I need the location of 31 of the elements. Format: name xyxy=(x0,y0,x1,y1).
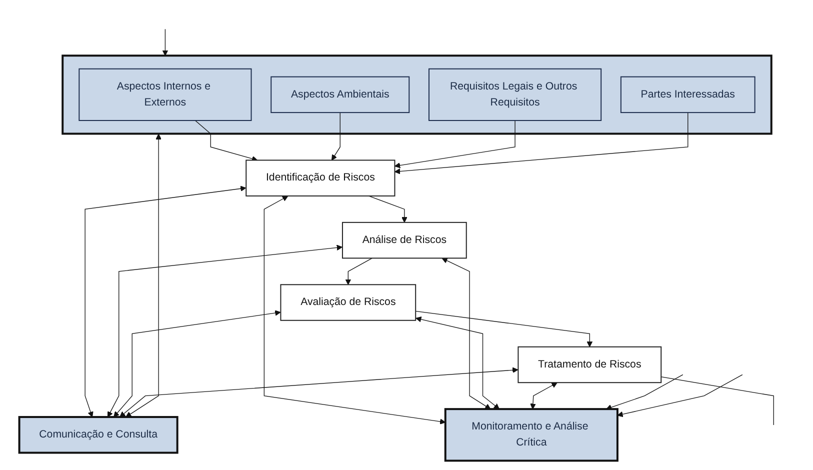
arrow xyxy=(394,112,688,174)
arrow xyxy=(84,186,246,418)
arrow xyxy=(368,196,408,223)
arrow xyxy=(126,134,162,418)
arrow xyxy=(120,367,518,418)
arrow xyxy=(606,374,684,410)
node-box: Avaliação de Riscos xyxy=(280,284,416,321)
arrow xyxy=(162,28,168,56)
node-box: Aspectos Internos e Externos xyxy=(78,68,252,121)
node-box: Identificação de Riscos xyxy=(246,160,396,196)
arrow xyxy=(394,120,516,168)
arrow xyxy=(114,310,281,418)
arrow xyxy=(617,374,743,418)
arrow xyxy=(416,316,500,410)
node-box: Monitoramento e Análise Crítica xyxy=(444,408,619,462)
node-box: Requisitos Legais e Outros Requisitos xyxy=(428,68,602,121)
cluster xyxy=(62,54,772,135)
node-box: Comunicação e Consulta xyxy=(18,416,178,454)
node-box: Análise de Riscos xyxy=(342,222,467,259)
arrow xyxy=(415,310,593,348)
arrow xyxy=(442,258,491,410)
node-box: Aspectos Ambientais xyxy=(270,76,410,114)
arrow xyxy=(264,196,446,424)
arrow xyxy=(195,120,258,162)
node-box: Partes Interessadas xyxy=(620,76,756,114)
arrow xyxy=(108,244,343,418)
connector xyxy=(660,376,774,426)
arrow xyxy=(530,382,558,410)
arrow xyxy=(332,112,341,160)
node-box: Tratamento de Riscos xyxy=(518,346,662,384)
arrow xyxy=(345,258,373,285)
